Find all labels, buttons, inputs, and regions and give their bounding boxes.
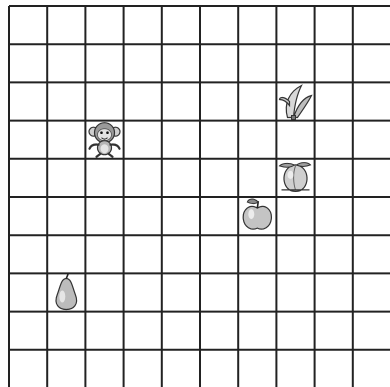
grid-cell-5-4[interactable]: [162, 197, 200, 235]
grid-cell-6-7[interactable]: [276, 235, 314, 273]
grid-cell-0-4[interactable]: [162, 6, 200, 44]
grid-cell-1-1[interactable]: [47, 44, 85, 82]
grid-cell-5-5[interactable]: [200, 197, 238, 235]
grid-cell-0-6[interactable]: [238, 6, 276, 44]
grid-cell-1-5[interactable]: [200, 44, 238, 82]
grid-cell-6-8[interactable]: [315, 235, 353, 273]
grid-cell-5-0[interactable]: [9, 197, 47, 235]
grid-cell-9-2[interactable]: [85, 350, 123, 387]
grid-cell-1-8[interactable]: [315, 44, 353, 82]
grid-cell-2-1[interactable]: [47, 82, 85, 120]
grid-cell-5-2[interactable]: [85, 197, 123, 235]
grid-cell-1-4[interactable]: [162, 44, 200, 82]
grid-cell-3-3[interactable]: [124, 121, 162, 159]
grid-cell-4-8[interactable]: [315, 159, 353, 197]
grid-cell-2-8[interactable]: [315, 82, 353, 120]
grid-cell-7-0[interactable]: [9, 273, 47, 311]
grid-cell-8-8[interactable]: [315, 312, 353, 350]
grid-cell-0-7[interactable]: [276, 6, 314, 44]
grid-cell-7-8[interactable]: [315, 273, 353, 311]
grid-cell-6-1[interactable]: [47, 235, 85, 273]
grid-cell-6-2[interactable]: [85, 235, 123, 273]
grid-cell-9-4[interactable]: [162, 350, 200, 387]
grid-cell-4-0[interactable]: [9, 159, 47, 197]
grid-cell-0-3[interactable]: [124, 6, 162, 44]
grid-cell-3-5[interactable]: [200, 121, 238, 159]
grid-cell-6-9[interactable]: [353, 235, 390, 273]
grid-cell-2-4[interactable]: [162, 82, 200, 120]
grid-cell-5-7[interactable]: [276, 197, 314, 235]
grid-cell-5-3[interactable]: [124, 197, 162, 235]
grid-cell-7-7[interactable]: [276, 273, 314, 311]
grid-cell-8-6[interactable]: [238, 312, 276, 350]
grid-cell-1-3[interactable]: [124, 44, 162, 82]
grid-cell-9-6[interactable]: [238, 350, 276, 387]
grid-cell-6-0[interactable]: [9, 235, 47, 273]
grid-cell-2-3[interactable]: [124, 82, 162, 120]
grid-cell-0-8[interactable]: [315, 6, 353, 44]
grid-cell-2-2[interactable]: [85, 82, 123, 120]
grid-cell-3-6[interactable]: [238, 121, 276, 159]
grid-cell-9-5[interactable]: [200, 350, 238, 387]
grid-cell-2-5[interactable]: [200, 82, 238, 120]
grid-cell-9-0[interactable]: [9, 350, 47, 387]
grid-cell-6-4[interactable]: [162, 235, 200, 273]
grid-cell-3-9[interactable]: [353, 121, 390, 159]
grid-cell-0-1[interactable]: [47, 6, 85, 44]
grid-cell-8-5[interactable]: [200, 312, 238, 350]
grid-cell-0-0[interactable]: [9, 6, 47, 44]
grid-cell-8-3[interactable]: [124, 312, 162, 350]
grid-cell-4-2[interactable]: [85, 159, 123, 197]
grid-cell-0-9[interactable]: [353, 6, 390, 44]
grid-cell-1-0[interactable]: [9, 44, 47, 82]
grid-cell-4-9[interactable]: [353, 159, 390, 197]
grid-cell-7-5[interactable]: [200, 273, 238, 311]
grid-cell-4-4[interactable]: [162, 159, 200, 197]
grid-cell-2-0[interactable]: [9, 82, 47, 120]
grid-cell-8-2[interactable]: [85, 312, 123, 350]
grid-cell-4-5[interactable]: [200, 159, 238, 197]
grid-cell-9-8[interactable]: [315, 350, 353, 387]
grid-cell-8-9[interactable]: [353, 312, 390, 350]
grid-cell-9-9[interactable]: [353, 350, 390, 387]
grid-cell-1-9[interactable]: [353, 44, 390, 82]
grid-cell-2-6[interactable]: [238, 82, 276, 120]
grid-cell-1-7[interactable]: [276, 44, 314, 82]
grid-cell-9-1[interactable]: [47, 350, 85, 387]
grid-cell-1-6[interactable]: [238, 44, 276, 82]
grid-cell-7-3[interactable]: [124, 273, 162, 311]
grid-cell-3-7[interactable]: [276, 121, 314, 159]
grid-cell-5-8[interactable]: [315, 197, 353, 235]
grid-cell-6-5[interactable]: [200, 235, 238, 273]
grid-cell-2-9[interactable]: [353, 82, 390, 120]
grid-cell-4-6[interactable]: [238, 159, 276, 197]
grid-cell-7-9[interactable]: [353, 273, 390, 311]
grid-cell-3-0[interactable]: [9, 121, 47, 159]
grid-cell-7-4[interactable]: [162, 273, 200, 311]
grid-cell-5-9[interactable]: [353, 197, 390, 235]
grid-cell-8-4[interactable]: [162, 312, 200, 350]
grid-cell-1-2[interactable]: [85, 44, 123, 82]
grid-cell-8-7[interactable]: [276, 312, 314, 350]
grid-cell-3-4[interactable]: [162, 121, 200, 159]
grid-cell-4-1[interactable]: [47, 159, 85, 197]
grid-cell-8-1[interactable]: [47, 312, 85, 350]
grid-cell-7-6[interactable]: [238, 273, 276, 311]
grid-cell-0-2[interactable]: [85, 6, 123, 44]
grid-cell-9-7[interactable]: [276, 350, 314, 387]
grid-cell-3-1[interactable]: [47, 121, 85, 159]
grid-cell-6-6[interactable]: [238, 235, 276, 273]
grid-cell-7-2[interactable]: [85, 273, 123, 311]
grid-cell-8-0[interactable]: [9, 312, 47, 350]
grid-cell-5-1[interactable]: [47, 197, 85, 235]
grid-cell-4-3[interactable]: [124, 159, 162, 197]
grid-cell-0-5[interactable]: [200, 6, 238, 44]
grid-cell-9-3[interactable]: [124, 350, 162, 387]
grid-cell-3-8[interactable]: [315, 121, 353, 159]
grid-cell-6-3[interactable]: [124, 235, 162, 273]
